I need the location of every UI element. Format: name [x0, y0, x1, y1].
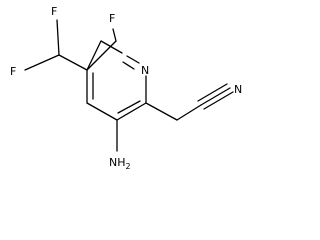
bond-c5-n1 [126, 55, 140, 64]
atom-label-f-left: F [10, 65, 16, 78]
molecule-structure-diagram: F F F N N NH2 [10, 5, 242, 171]
bond-c6-c5 [100, 40, 123, 54]
bond-c3-c4 [86, 102, 118, 121]
bond-nitrile-2 [197, 83, 228, 102]
atom-label-f-top: F [51, 5, 57, 18]
bond-chf2-f-left [24, 54, 60, 71]
bond-c5-c6 [86, 40, 102, 71]
amino-label-main: NH [109, 156, 126, 169]
atom-label-n-ring: N [141, 64, 149, 77]
atom-label-n-nitrile: N [234, 83, 242, 96]
atom-label-f-ring: F [109, 12, 115, 25]
bond-c2-c3-inner [117, 100, 141, 114]
bond-ch2-cn [176, 104, 202, 121]
atom-label-amino: NH2 [109, 156, 131, 171]
bond-c5-n1-inner [122, 61, 135, 70]
bond-c6-c1 [86, 40, 117, 71]
bond-chf2-f-top [56, 19, 60, 56]
bond-nitrile-3 [203, 91, 234, 110]
bond-nitrile-1 [200, 87, 231, 106]
bond-ring-chf2 [58, 54, 88, 71]
amino-label-subscript: 2 [126, 162, 131, 171]
bond-ring-ch2 [145, 102, 178, 121]
bond-ring-cf [112, 28, 117, 42]
bond-c2-c3 [116, 102, 147, 121]
